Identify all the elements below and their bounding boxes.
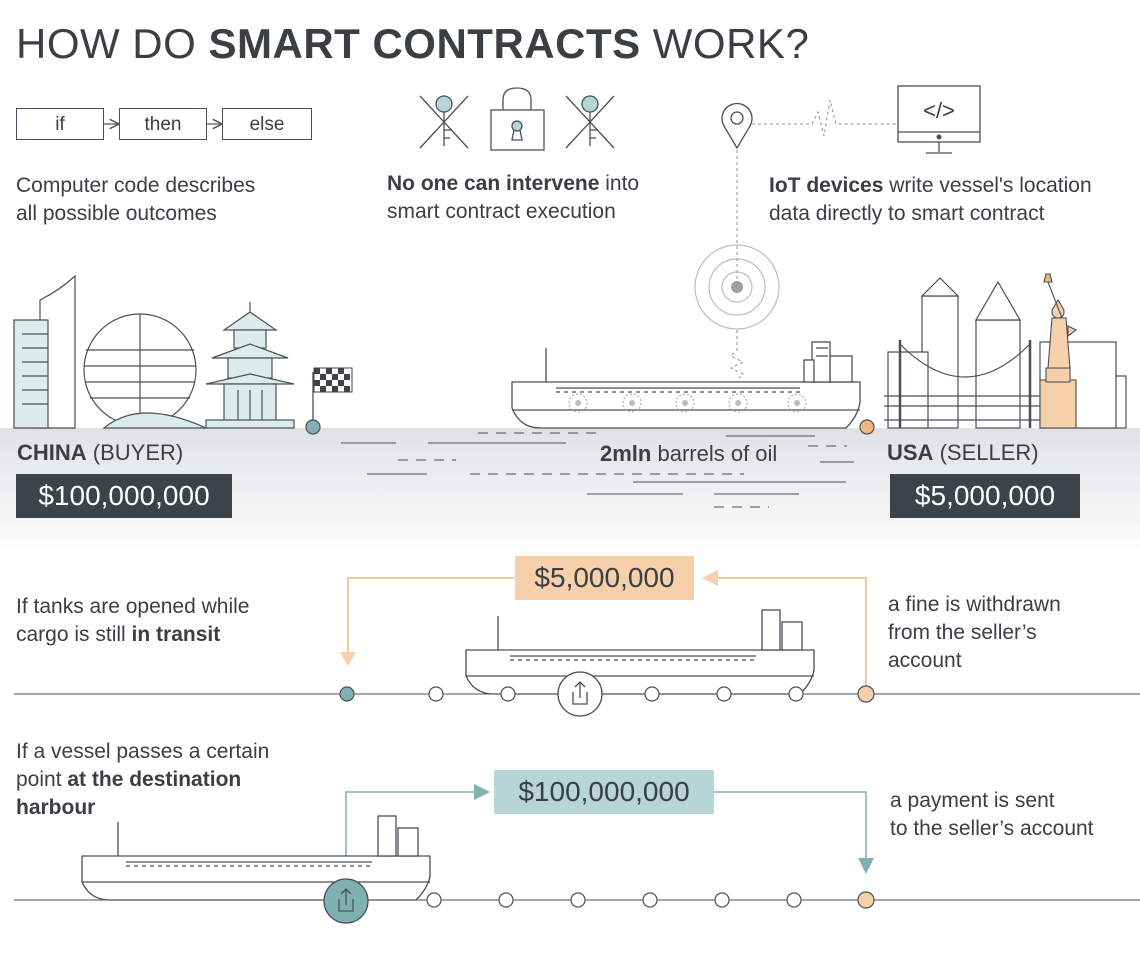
route-2-stops <box>426 891 875 909</box>
fine-arrowhead-down <box>340 652 356 666</box>
scenario-1-condition: If tanks are opened while cargo is still… <box>16 595 250 646</box>
monitor-code-icon <box>897 85 981 154</box>
location-pin-icon <box>721 102 753 150</box>
china-skyline <box>13 274 295 429</box>
padlock-icon <box>490 87 545 151</box>
buyer-label: CHINA (BUYER) <box>17 440 184 465</box>
iot-caption: IoT devices write vessel's location data… <box>769 174 1092 225</box>
page-title: HOW DO SMART CONTRACTS WORK? <box>16 20 810 67</box>
checkered-flag-icon <box>312 367 353 422</box>
usa-skyline <box>884 277 1127 429</box>
share-icon <box>557 671 603 717</box>
else-box: else <box>222 108 312 140</box>
water-lines <box>341 432 854 508</box>
tanker-ship-2 <box>465 609 815 695</box>
fine-amount: $5,000,000 <box>515 556 694 600</box>
cargo-label: 2mln barrels of oil <box>600 441 778 466</box>
then-box: then <box>119 108 207 140</box>
route-1-stops <box>339 685 875 703</box>
scenario-2-condition: If a vessel passes a certain point at th… <box>16 740 270 819</box>
tanker-ship-3 <box>81 815 431 901</box>
seller-label: USA (SELLER) <box>887 440 1039 465</box>
destination-point <box>859 419 875 435</box>
crossed-key-icon <box>419 95 469 149</box>
statue-of-liberty <box>1039 273 1078 429</box>
payment-arrowhead-down <box>858 858 874 874</box>
code-symbol: </> <box>923 98 955 123</box>
seller-balance: $5,000,000 <box>890 474 1080 518</box>
radar-target <box>694 244 780 330</box>
scenario-1-result: a fine is withdrawn from the seller’s ac… <box>888 593 1061 672</box>
crossed-key-icon-2 <box>565 95 615 149</box>
iot-signal-line <box>736 99 896 285</box>
origin-point <box>305 419 321 435</box>
fine-arrowhead-left <box>702 570 718 586</box>
payment-arrowhead-right <box>474 784 490 800</box>
payment-arrow <box>345 791 867 880</box>
payment-amount: $100,000,000 <box>494 770 714 814</box>
fine-arrow <box>347 577 867 690</box>
buyer-balance: $100,000,000 <box>16 474 232 518</box>
tanker-sensors <box>568 393 807 413</box>
share-icon-2 <box>323 878 369 924</box>
tanker-ship <box>511 341 861 429</box>
if-box: if <box>16 108 104 140</box>
signal-wire <box>729 330 745 398</box>
scenario-2-result: a payment is sent to the seller’s accoun… <box>890 789 1094 840</box>
intervene-caption: No one can intervene into smart contract… <box>387 172 640 223</box>
